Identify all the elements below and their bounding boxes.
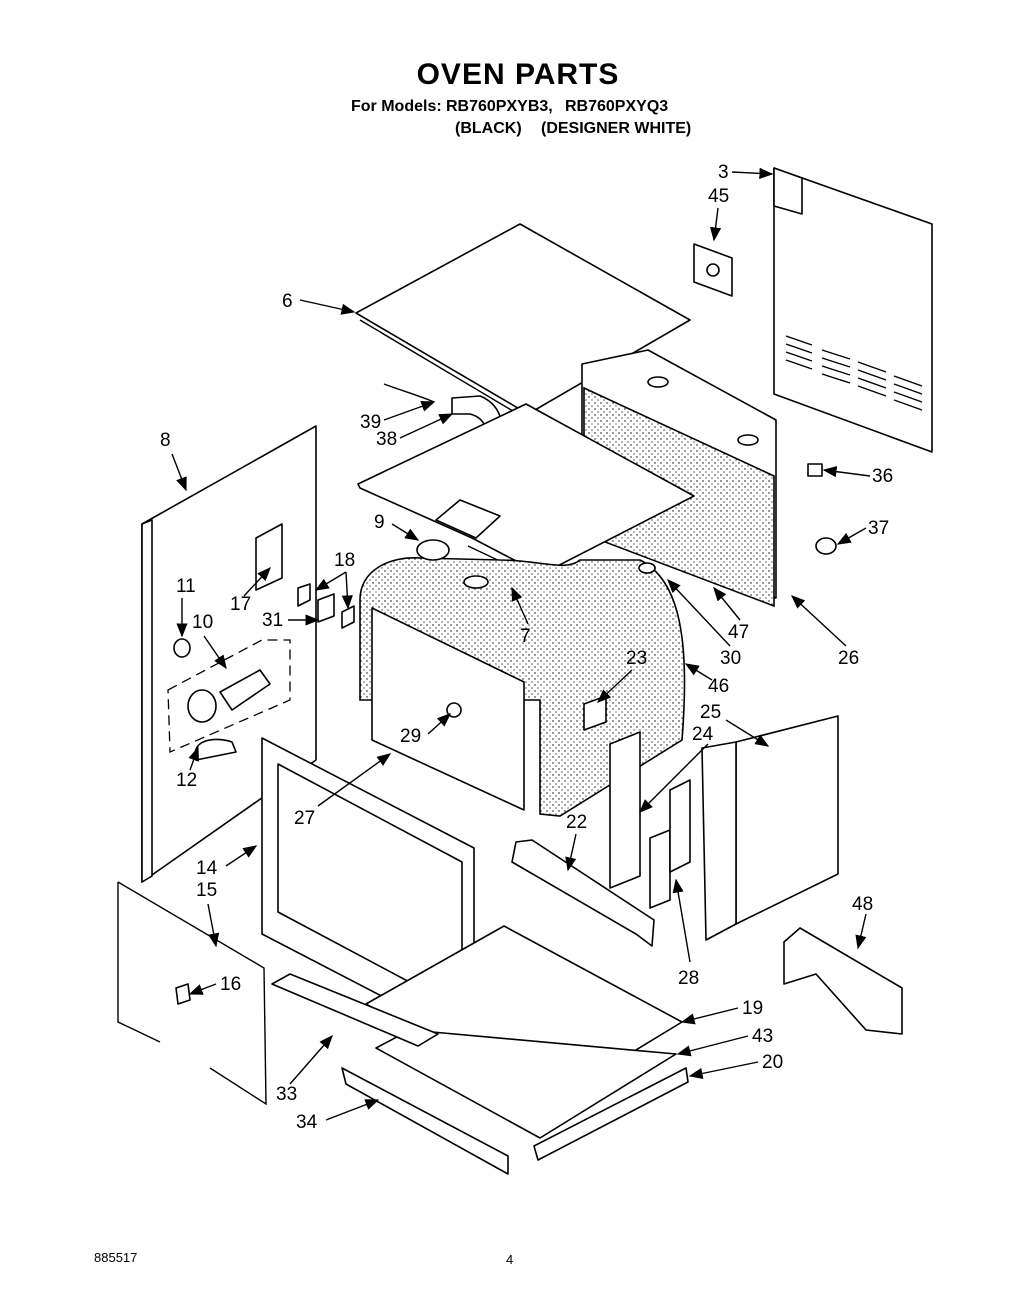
callout-19: 19 [742,998,763,1019]
callout-31: 31 [262,610,283,631]
models-prefix: For Models: [351,98,442,115]
callout-38: 38 [376,429,397,450]
callout-48: 48 [852,894,873,915]
callout-10: 10 [192,612,213,633]
callout-leader-lines [171,167,871,1121]
vent-parts-33-34 [271,973,509,1175]
document-number: 885517 [94,1250,138,1265]
bracket-part-48 [783,927,903,1035]
callout-26: 26 [838,648,859,669]
callout-7: 7 [520,626,531,647]
callout-28: 28 [678,968,699,989]
hinge-part-24 [609,731,641,889]
callout-43: 43 [752,1026,773,1047]
page-title: OVEN PARTS [416,58,620,91]
callout-11: 11 [176,576,196,597]
right-side-panel-part-25 [701,715,839,941]
callout-24: 24 [692,724,714,745]
model-number-2: RB760PXYQ3 [565,98,669,115]
door-gasket-part-15 [117,881,267,1106]
small-parts-9-11-29-30-36-37 [446,463,837,718]
side-trim-part-22 [511,839,655,947]
mounting-bracket-part-45 [693,243,733,297]
callout-45: 45 [708,186,729,207]
callout-37: 37 [868,518,889,539]
oven-bottom-parts-19-43-20 [365,925,689,1161]
callout-39: 39 [360,412,381,433]
callout-47: 47 [728,622,749,643]
callout-29: 29 [400,726,421,747]
model-number-1: RB760PXYB3, [446,98,553,115]
model-color-2: (DESIGNER WHITE) [541,120,692,137]
callout-9: 9 [374,512,385,533]
callout-20: 20 [762,1052,783,1073]
callout-22: 22 [566,812,587,833]
callout-23: 23 [626,648,647,669]
callout-12: 12 [176,770,197,791]
callout-8: 8 [160,430,171,451]
callout-18: 18 [334,550,355,571]
callout-6: 6 [282,291,293,312]
callout-14: 14 [196,858,218,879]
door-hinge-part-28 [649,779,691,909]
page-number: 4 [506,1252,514,1267]
callout-labels: 3 45 6 39 38 8 36 9 37 18 11 17 31 10 7 … [160,162,893,1133]
callout-25: 25 [700,702,721,723]
callout-30: 30 [720,648,741,669]
callout-34: 34 [296,1112,318,1133]
back-panel-part-3 [773,167,933,453]
callout-27: 27 [294,808,315,829]
callout-46: 46 [708,676,729,697]
callout-15: 15 [196,880,217,901]
callout-33: 33 [276,1084,297,1105]
callout-16: 16 [220,974,241,995]
callout-36: 36 [872,466,893,487]
callout-3: 3 [718,162,729,183]
model-color-1: (BLACK) [455,120,522,137]
oven-light-assembly-parts-10-12 [167,638,291,761]
callout-17: 17 [230,594,251,615]
